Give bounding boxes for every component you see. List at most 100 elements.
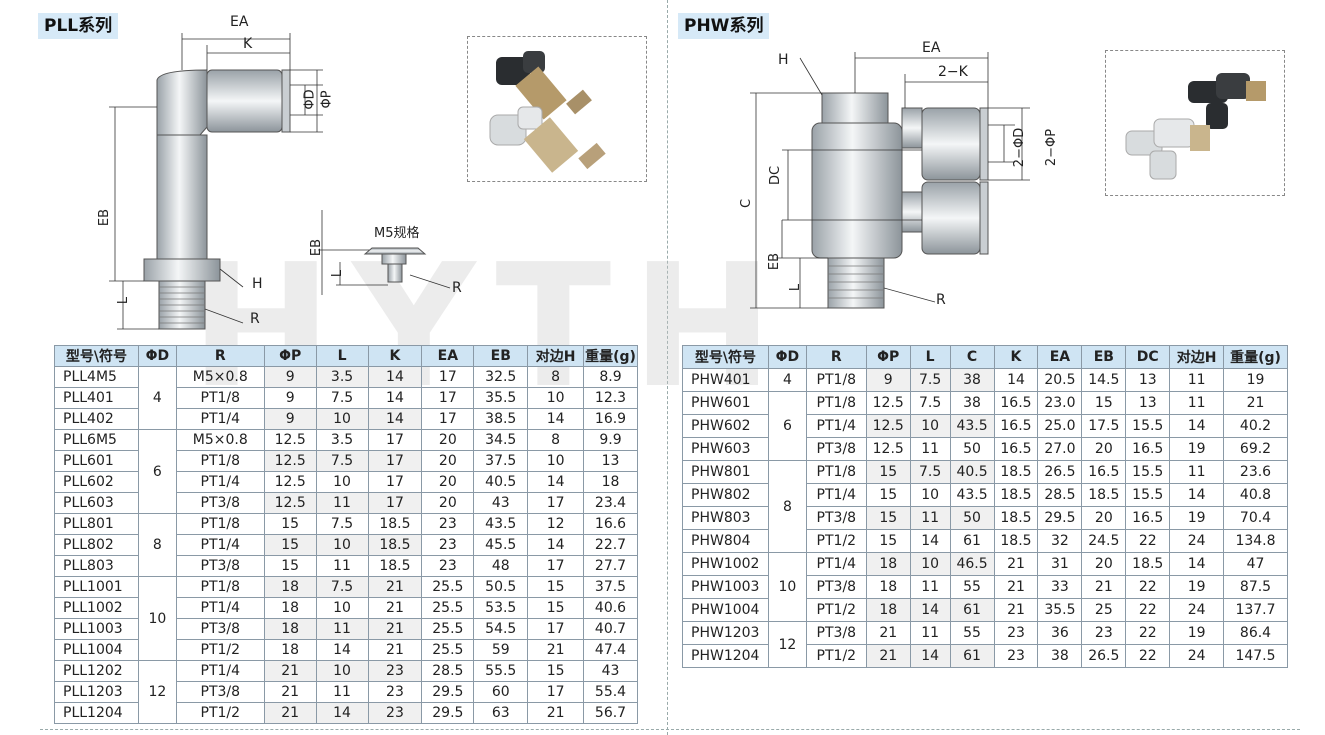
pll-table-cell: 15	[263, 534, 317, 556]
phw-table-cell: 43.5	[949, 414, 995, 438]
pll-table-cell: 14	[315, 639, 369, 661]
phw-table-cell: 7.5	[909, 391, 951, 415]
phw-table-cell: 26.5	[1037, 460, 1083, 484]
pll-table-cell: 7.5	[315, 450, 369, 472]
pll-table-cell: 12.5	[263, 471, 317, 493]
phw-header-cell: K	[993, 345, 1039, 369]
pll-table-cell: 10	[315, 597, 369, 619]
phw-od-cell: 12	[767, 621, 807, 668]
phw-table-cell: 20	[1081, 506, 1127, 530]
phw-table-cell: 12.5	[865, 414, 911, 438]
phw-table-cell: PHW1004	[682, 598, 769, 622]
pll-table-cell: 18	[583, 471, 638, 493]
phw-table-cell: 23	[993, 644, 1039, 668]
pll-table-cell: 17	[421, 387, 475, 409]
phw-table-cell: 18.5	[1125, 552, 1171, 576]
pll-table-cell: PT1/4	[175, 408, 265, 430]
pll-table-cell: 17	[421, 366, 475, 388]
pll-od-cell: 12	[137, 660, 177, 724]
phw-table-cell: 20	[1081, 552, 1127, 576]
phw-table-cell: PT1/2	[805, 644, 867, 668]
phw-table-cell: 40.5	[949, 460, 995, 484]
phw-table-cell: 23.0	[1037, 391, 1083, 415]
pll-header-cell: 重量(g)	[583, 345, 638, 367]
pll-table-cell: 50.5	[473, 576, 529, 598]
pll-table-cell: 9	[263, 366, 317, 388]
phw-table-cell: 10	[909, 483, 951, 507]
phw-table-cell: 46.5	[949, 552, 995, 576]
page-divider	[667, 0, 668, 735]
phw-label-c: C	[739, 198, 755, 209]
phw-table-cell: 55	[949, 621, 995, 645]
pll-table-cell: 21	[527, 639, 585, 661]
pll-header-cell: ΦD	[137, 345, 177, 367]
pll-table-cell: 27.7	[583, 555, 638, 577]
phw-table-cell: 23.6	[1223, 460, 1288, 484]
pll-table-cell: 8	[527, 366, 585, 388]
pll-table-cell: PLL1004	[54, 639, 139, 661]
phw-label-eb: EB	[767, 252, 783, 271]
phw-table-cell: PHW1003	[682, 575, 769, 599]
phw-table-cell: PHW603	[682, 437, 769, 461]
phw-table-cell: 19	[1169, 621, 1224, 645]
pll-table-cell: 17	[367, 450, 423, 472]
pll-series-title: PLL系列	[38, 13, 119, 39]
phw-table-cell: 21	[1223, 391, 1288, 415]
phw-header-cell: R	[805, 345, 867, 369]
phw-table-cell: 7.5	[909, 460, 951, 484]
pll-table-cell: 15	[527, 660, 585, 682]
pll-table-cell: PLL1002	[54, 597, 139, 619]
phw-table-cell: 87.5	[1223, 575, 1288, 599]
phw-table-cell: 23	[1081, 621, 1127, 645]
pll-table-cell: PLL802	[54, 534, 139, 556]
phw-table-cell: 11	[1169, 460, 1224, 484]
phw-table-cell: 24	[1169, 598, 1224, 622]
pll-table-cell: PT1/8	[175, 513, 265, 535]
phw-header-cell: ΦD	[767, 345, 807, 369]
pll-header-cell: ΦP	[263, 345, 317, 367]
phw-od-cell: 6	[767, 391, 807, 461]
pll-table-cell: M5×0.8	[175, 366, 265, 388]
pll-table-cell: 20	[421, 492, 475, 514]
pll-od-cell: 4	[137, 366, 177, 430]
pll-table-cell: 25.5	[421, 597, 475, 619]
phw-table-cell: 14	[909, 644, 951, 668]
pll-table-cell: PT1/8	[175, 387, 265, 409]
phw-table-cell: 11	[909, 621, 951, 645]
phw-table-cell: 19	[1169, 437, 1224, 461]
m5-label-eb: EB	[309, 238, 325, 257]
pll-table-cell: 37.5	[583, 576, 638, 598]
pll-table-cell: 14	[315, 702, 369, 724]
pll-table-cell: 21	[367, 576, 423, 598]
pll-table-cell: 14	[367, 366, 423, 388]
phw-table-cell: 16.5	[993, 414, 1039, 438]
phw-table-cell: 43.5	[949, 483, 995, 507]
pll-table-cell: 21	[367, 639, 423, 661]
pll-table-cell: 9.9	[583, 429, 638, 451]
phw-table-cell: 7.5	[909, 368, 951, 392]
pll-table-cell: 12.5	[263, 492, 317, 514]
pll-table-cell: 10	[315, 534, 369, 556]
pll-table-cell: 40.7	[583, 618, 638, 640]
pll-header-cell: EB	[473, 345, 529, 367]
pll-table-cell: PLL601	[54, 450, 139, 472]
phw-od-cell: 4	[767, 368, 807, 392]
phw-table-cell: 11	[909, 506, 951, 530]
pll-table-cell: 29.5	[421, 681, 475, 703]
pll-table-cell: PLL1202	[54, 660, 139, 682]
pll-table-cell: 63	[473, 702, 529, 724]
phw-table-cell: 61	[949, 598, 995, 622]
phw-table-cell: PT1/8	[805, 460, 867, 484]
phw-table-cell: 55	[949, 575, 995, 599]
pll-table-cell: PLL401	[54, 387, 139, 409]
